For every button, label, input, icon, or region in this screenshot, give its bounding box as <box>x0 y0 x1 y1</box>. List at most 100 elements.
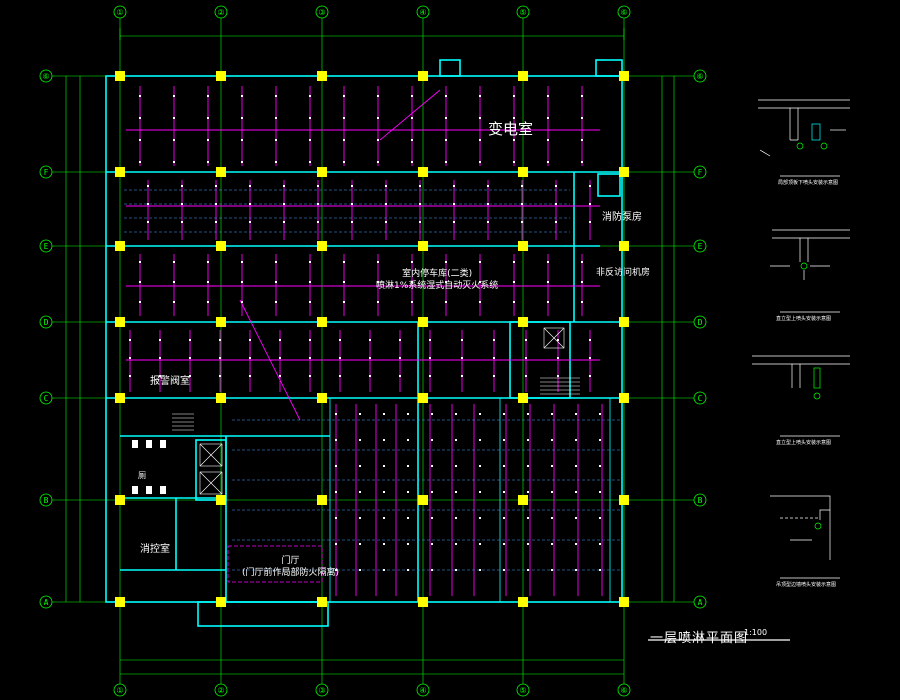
column <box>619 317 629 327</box>
axis-bubble-row-4: D <box>693 315 707 329</box>
svg-text:C: C <box>698 394 703 403</box>
plan-scale: 1:100 <box>744 628 768 637</box>
svg-text:③: ③ <box>318 8 325 17</box>
svg-text:①: ① <box>116 686 123 695</box>
axis-bubble-row-6: B <box>39 493 53 507</box>
svg-text:B: B <box>44 496 49 505</box>
column <box>115 495 125 505</box>
column <box>216 393 226 403</box>
svg-text:⑥: ⑥ <box>620 686 627 695</box>
column <box>518 495 528 505</box>
svg-text:④: ④ <box>419 8 426 17</box>
axis-bubble-col-5: ⑤ <box>516 5 530 19</box>
detail-2 <box>770 229 850 313</box>
svg-text:D: D <box>44 318 49 327</box>
axis-bubble-col-6: ⑥ <box>617 5 631 19</box>
column <box>418 495 428 505</box>
column <box>317 393 327 403</box>
axis-bubble-row-5: C <box>39 391 53 405</box>
axis-bubble-row-3: E <box>693 239 707 253</box>
axis-bubble-col-5: ⑤ <box>516 683 530 697</box>
room-label-fire-pump: 消防泵房 <box>602 212 642 223</box>
column <box>115 317 125 327</box>
svg-text:A: A <box>698 598 703 607</box>
structural-columns <box>115 71 629 607</box>
room-label-parking: 室内停车库(二类) 喷淋1%系统湿式自动灭火系统 <box>376 268 498 292</box>
axis-bubble-row-5: C <box>693 391 707 405</box>
column <box>216 495 226 505</box>
svg-text:D: D <box>698 318 703 327</box>
column <box>317 167 327 177</box>
sprinkler-pipes <box>126 86 603 596</box>
sprinkler-heads <box>129 95 601 571</box>
toilet-fixtures <box>132 440 166 494</box>
detail-1 <box>758 99 850 177</box>
detail-3 <box>752 355 850 437</box>
column <box>619 597 629 607</box>
column <box>418 317 428 327</box>
column <box>317 495 327 505</box>
svg-text:E: E <box>44 242 49 251</box>
room-label-transformer: 变电室 <box>488 120 534 138</box>
column <box>619 393 629 403</box>
axis-bubble-row-6: B <box>693 493 707 507</box>
detail-4-caption: 吊顶型边墙喷头安装示意图 <box>776 581 836 588</box>
lobby-zone <box>227 545 323 583</box>
detail-1-caption: 局部顶板下喷头安装示意图 <box>778 179 838 186</box>
column <box>518 71 528 81</box>
stairs <box>172 377 580 431</box>
room-label-pipe-shaft: 非反访问机房 <box>596 268 651 278</box>
detail-drawings: 局部顶板下喷头安装示意图 直立型上喷头安装示意图 直立型上喷头安装示意图 吊顶型… <box>752 99 850 588</box>
room-label-toilet: 厕 <box>138 471 146 480</box>
column <box>115 71 125 81</box>
column <box>518 317 528 327</box>
branch-pipes <box>124 189 620 571</box>
column <box>518 241 528 251</box>
svg-text:④: ④ <box>419 686 426 695</box>
column <box>317 317 327 327</box>
column <box>518 167 528 177</box>
column <box>418 167 428 177</box>
axis-bubble-row-1: ⑥ <box>39 69 53 83</box>
room-label-alarm-valve: 报警阀室 <box>150 376 190 387</box>
axis-bubble-col-6: ⑥ <box>617 683 631 697</box>
column <box>619 71 629 81</box>
column <box>619 167 629 177</box>
axis-bubble-col-2: ② <box>214 5 228 19</box>
room-label-lobby: 门厅 (门厅前作局部防火隔离) <box>242 555 339 579</box>
detail-2-caption: 直立型上喷头安装示意图 <box>776 315 831 322</box>
axis-bubble-row-2: F <box>693 165 707 179</box>
svg-text:⑤: ⑤ <box>519 8 526 17</box>
axis-bubble-row-1: ⑥ <box>693 69 707 83</box>
column <box>418 71 428 81</box>
lobby-line-2: (门厅前作局部防火隔离) <box>242 568 340 578</box>
axis-bubble-row-4: D <box>39 315 53 329</box>
axis-bubble-row-2: F <box>39 165 53 179</box>
svg-text:②: ② <box>217 686 224 695</box>
svg-text:⑥: ⑥ <box>620 8 627 17</box>
axis-bubble-col-1: ① <box>113 683 127 697</box>
column <box>115 241 125 251</box>
column <box>216 241 226 251</box>
elevator-shafts <box>199 327 565 495</box>
column <box>216 167 226 177</box>
svg-text:②: ② <box>217 8 224 17</box>
axis-bubble-col-4: ④ <box>416 5 430 19</box>
svg-text:⑥: ⑥ <box>42 72 49 81</box>
svg-text:B: B <box>698 496 703 505</box>
column <box>216 317 226 327</box>
column <box>418 241 428 251</box>
axis-bubble-col-2: ② <box>214 683 228 697</box>
column <box>619 495 629 505</box>
dimension-lines <box>65 28 675 675</box>
column <box>518 393 528 403</box>
column <box>115 597 125 607</box>
axis-bubble-row-7: A <box>693 595 707 609</box>
svg-text:①: ① <box>116 8 123 17</box>
parking-line-1: 室内停车库(二类) <box>402 269 473 279</box>
column <box>115 393 125 403</box>
svg-text:⑤: ⑤ <box>519 686 526 695</box>
detail-3-caption: 直立型上喷头安装示意图 <box>776 439 831 446</box>
column <box>418 393 428 403</box>
